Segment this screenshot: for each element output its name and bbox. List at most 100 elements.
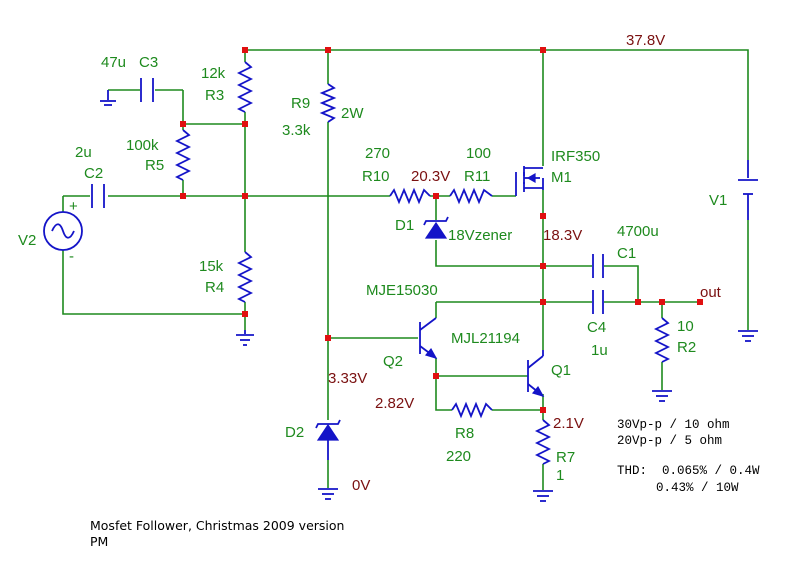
caption-author: PM (90, 534, 108, 549)
note-10-ohm: 30Vp-p / 10 ohm (617, 418, 730, 432)
ground-v1 (738, 330, 758, 342)
r4-name-label: R4 (205, 279, 224, 296)
caption-title: Mosfet Follower, Christmas 2009 version (90, 518, 344, 533)
ground-symbols (100, 90, 758, 502)
r8-resistor (451, 401, 493, 419)
r5-resistor (174, 129, 192, 181)
r9-power-label: 2W (341, 105, 364, 122)
node-dot (325, 335, 331, 341)
c1-right-wire (604, 265, 639, 302)
q1-emitter-voltage-label: 2.1V (553, 415, 584, 432)
r7-resistor (534, 419, 552, 465)
q2-emitter-wire (435, 358, 452, 411)
node-dot (242, 311, 248, 317)
v1-battery (738, 160, 758, 220)
r10-resistor (389, 187, 431, 205)
m1-part-label: IRF350 (551, 148, 600, 165)
node-dot (433, 193, 439, 199)
q2-emitter-voltage-label: 2.82V (375, 395, 414, 412)
ground-r2 (652, 390, 672, 402)
node-dot (242, 47, 248, 53)
component-labels: 47u C3 12k R3 100k R5 2u C2 V2 + - 15k R… (18, 54, 727, 484)
d2-name-label: D2 (285, 424, 304, 441)
d1-name-label: D1 (395, 217, 414, 234)
ground-r7 (533, 490, 553, 502)
c2-value-label: 2u (75, 144, 92, 161)
r11-value-label: 100 (466, 145, 491, 162)
r10-name-label: R10 (362, 168, 390, 185)
c3-name-label: C3 (139, 54, 158, 71)
r8-name-label: R8 (455, 425, 474, 442)
q1-part-label: MJL21194 (451, 330, 520, 347)
r11-resistor (449, 187, 493, 205)
r9-resistor (319, 83, 337, 123)
node-dot (433, 373, 439, 379)
node-dot (540, 47, 546, 53)
c1-value-label: 4700u (617, 223, 659, 240)
c4-capacitor (592, 290, 604, 314)
node-dot (540, 407, 546, 413)
r11-name-label: R11 (464, 168, 490, 185)
r7-value-label: 1 (556, 467, 564, 484)
c4-name-label: C4 (587, 319, 606, 336)
node-voltage-labels: 37.8V 20.3V 18.3V 3.33V 2.82V 2.1V 0V ou… (328, 32, 722, 494)
r3-name-label: R3 (205, 87, 224, 104)
r5-name-label: R5 (145, 157, 164, 174)
top-rail-wire (245, 49, 749, 160)
v2-name-label: V2 (18, 232, 36, 249)
r2-name-label: R2 (677, 339, 696, 356)
c3-capacitor (140, 78, 154, 102)
m1-mosfet (515, 166, 544, 196)
v2-ac-source (43, 211, 83, 251)
wires (62, 49, 749, 490)
performance-notes: 30Vp-p / 10 ohm 20Vp-p / 5 ohm THD: 0.06… (617, 418, 760, 495)
r5-value-label: 100k (126, 137, 159, 154)
r8-value-label: 220 (446, 448, 471, 465)
v2-return-wire (62, 250, 245, 315)
note-thd-2: 0.43% / 10W (656, 481, 739, 495)
node-dot (180, 193, 186, 199)
r10-value-label: 270 (365, 145, 390, 162)
v2-minus-label: - (69, 248, 74, 265)
node-dot (540, 299, 546, 305)
node-dot (540, 263, 546, 269)
source-voltage-label: 18.3V (543, 227, 582, 244)
ground-r4 (236, 330, 254, 346)
q1-transistor (527, 350, 545, 397)
r9-value-label: 3.3k (282, 122, 311, 139)
node-dot (659, 299, 665, 305)
r4-value-label: 15k (199, 258, 224, 275)
c1-capacitor (592, 254, 604, 278)
m1-name-label: M1 (551, 169, 572, 186)
r9-name-label: R9 (291, 95, 310, 112)
node-dot (635, 299, 641, 305)
q2-name-label: Q2 (383, 353, 403, 370)
node-dot (540, 213, 546, 219)
node-dot (180, 121, 186, 127)
ground-c3 (100, 90, 116, 106)
r3-resistor (236, 61, 254, 113)
gate-voltage-label: 20.3V (411, 168, 450, 185)
c4-value-label: 1u (591, 342, 608, 359)
c2-name-label: C2 (84, 165, 103, 182)
q2-transistor (419, 317, 438, 359)
r3-value-label: 12k (201, 65, 226, 82)
node-dot (697, 299, 703, 305)
d1-part-label: 18Vzener (448, 227, 512, 244)
d1-zener-diode (423, 216, 449, 239)
node-dots (180, 47, 703, 413)
q1-name-label: Q1 (551, 362, 571, 379)
r2-value-label: 10 (677, 318, 694, 335)
q2-part-label: MJE15030 (366, 282, 438, 299)
q2-base-voltage-label: 3.33V (328, 370, 367, 387)
d2-zener-diode (315, 419, 341, 460)
r7-name-label: R7 (556, 449, 575, 466)
ground-d2 (318, 488, 338, 500)
output-label: out (700, 284, 722, 301)
r4-resistor (236, 251, 254, 303)
c2-capacitor (91, 184, 105, 208)
r2-resistor (653, 317, 671, 363)
node-dot (242, 193, 248, 199)
